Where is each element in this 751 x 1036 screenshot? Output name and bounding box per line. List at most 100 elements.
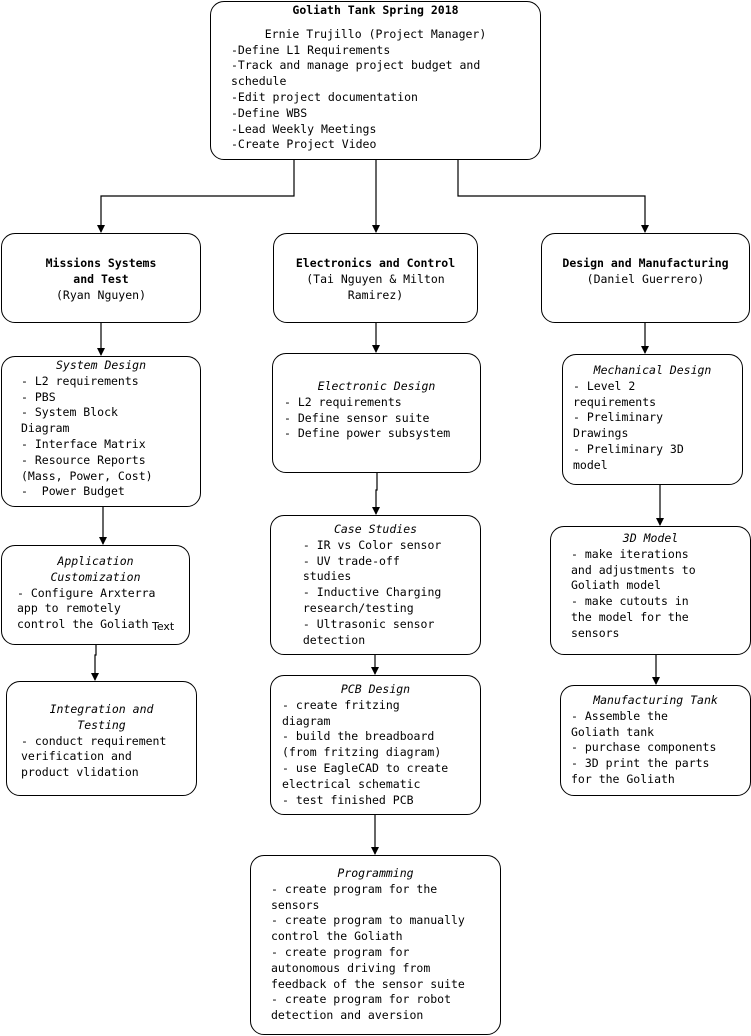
project-manager-box: Goliath Tank Spring 2018 Ernie Trujillo … xyxy=(210,1,541,160)
task-item: - Interface Matrix xyxy=(21,436,146,451)
task-item: - Ultrasonic sensor xyxy=(289,616,435,631)
task-item: - Assemble the xyxy=(571,708,668,723)
task-title: Manufacturing Tank xyxy=(593,693,718,707)
task-item: detection xyxy=(289,632,366,647)
task-title: Customization xyxy=(50,569,141,584)
task-item: - create program to manually xyxy=(271,913,465,928)
programming-box: Programming - create program for the sen… xyxy=(250,855,501,1035)
team-title: Electronics and Control xyxy=(295,256,456,270)
system-design-box: System Design - L2 requirements - PBS - … xyxy=(1,356,201,507)
diagram-title: Goliath Tank Spring 2018 xyxy=(292,3,459,17)
task-title: Mechanical Design xyxy=(593,363,712,377)
team-title: Missions Systems xyxy=(45,256,157,270)
task-item: - IR vs Color sensor xyxy=(289,537,442,552)
pm-item: -Define L1 Requirements xyxy=(231,42,391,57)
case-studies-box: Case Studies - IR vs Color sensor - UV t… xyxy=(270,515,481,655)
task-item: product vlidation xyxy=(21,765,139,780)
task-item: - make iterations xyxy=(571,546,689,561)
task-item: for the Goliath xyxy=(571,771,675,786)
task-item: app to remotely xyxy=(17,601,121,616)
task-item: (from fritzing diagram) xyxy=(282,745,442,760)
task-item: - Preliminary xyxy=(573,410,664,425)
task-item: Goliath model xyxy=(571,578,662,593)
pm-item: -Edit project documentation xyxy=(231,89,418,104)
task-item: the model for the xyxy=(571,609,689,624)
task-item: - UV trade-off xyxy=(289,553,400,568)
task-item: - System Block xyxy=(21,405,118,420)
team-missions-systems-box: Missions Systems and Test (Ryan Nguyen) xyxy=(1,233,201,323)
arrow-top-to-dm xyxy=(457,160,649,233)
task-item: - create program for xyxy=(271,944,410,959)
task-item: - use EagleCAD to create xyxy=(282,760,449,775)
task-item: Diagram xyxy=(21,421,70,436)
team-lead: (Tai Nguyen & Milton xyxy=(306,271,445,286)
task-item: - build the breadboard xyxy=(282,729,435,744)
arrow-elecdesign-to-case xyxy=(372,473,380,515)
task-title: System Design xyxy=(55,358,146,372)
task-title: Electronic Design xyxy=(317,379,436,393)
task-item: model xyxy=(573,457,608,472)
task-item: - L2 requirements xyxy=(284,394,402,409)
task-title: Application xyxy=(57,554,134,568)
task-title: Integration and xyxy=(49,702,154,716)
task-item: studies xyxy=(289,569,352,584)
task-item: autonomous driving from xyxy=(271,960,431,975)
pm-item: -Lead Weekly Meetings xyxy=(231,121,377,136)
task-title: 3D Model xyxy=(622,531,679,545)
team-title: Design and Manufacturing xyxy=(562,256,729,270)
task-item: electrical schematic xyxy=(282,776,421,791)
pcb-design-box: PCB Design - create fritzing diagram - b… xyxy=(270,675,481,815)
3d-model-box: 3D Model - make iterations and adjustmen… xyxy=(550,526,751,655)
stray-text-label: Text xyxy=(152,620,175,633)
pm-item: schedule xyxy=(231,74,287,89)
task-item: sensors xyxy=(571,625,620,640)
task-item: - make cutouts in xyxy=(571,594,689,609)
task-item: detection and aversion xyxy=(271,1008,424,1023)
team-lead: (Daniel Guerrero) xyxy=(586,271,705,286)
task-item: - PBS xyxy=(21,389,56,404)
task-item: - 3D print the parts xyxy=(571,756,710,771)
task-item: feedback of the sensor suite xyxy=(271,976,465,991)
task-item: - create program for the xyxy=(271,881,438,896)
team-design-manufacturing-box: Design and Manufacturing (Daniel Guerrer… xyxy=(541,233,750,323)
task-item: control the Goliath xyxy=(17,617,149,632)
task-item: - Preliminary 3D xyxy=(573,441,684,456)
task-item: requirements xyxy=(573,394,657,409)
task-item: - Define power subsystem xyxy=(284,426,451,441)
task-item: verification and xyxy=(21,749,132,764)
task-title: Programming xyxy=(337,866,414,880)
task-item: - test finished PCB xyxy=(282,792,414,807)
task-item: - Power Budget xyxy=(21,484,125,499)
task-item: diagram xyxy=(282,713,331,728)
team-lead: (Ryan Nguyen) xyxy=(55,287,146,302)
task-item: - Level 2 xyxy=(573,378,636,393)
team-lead: Ramirez) xyxy=(347,287,404,302)
manufacturing-tank-box: Manufacturing Tank - Assemble the Goliat… xyxy=(560,685,751,796)
mechanical-design-box: Mechanical Design - Level 2 requirements… xyxy=(562,354,743,485)
task-item: research/testing xyxy=(289,600,414,615)
task-item: - Configure Arxterra xyxy=(17,585,156,600)
application-customization-box: Application Customization - Configure Ar… xyxy=(1,545,190,645)
task-item: Goliath tank xyxy=(571,724,655,739)
task-title: Testing xyxy=(77,717,126,732)
task-item: and adjustments to xyxy=(571,562,696,577)
task-item: - Inductive Charging xyxy=(289,585,442,600)
team-electronics-control-box: Electronics and Control (Tai Nguyen & Mi… xyxy=(273,233,478,323)
pm-item: -Define WBS xyxy=(231,105,308,120)
task-item: - create fritzing xyxy=(282,697,400,712)
arrow-top-to-mst xyxy=(97,160,295,233)
pm-item: -Track and manage project budget and xyxy=(231,58,481,73)
task-item: - L2 requirements xyxy=(21,373,139,388)
task-title: Case Studies xyxy=(333,522,418,536)
task-item: control the Goliath xyxy=(271,929,403,944)
integration-testing-box: Integration and Testing - conduct requir… xyxy=(6,681,197,796)
task-item: - purchase components xyxy=(571,740,717,755)
task-item: Drawings xyxy=(573,426,629,441)
task-item: - Define sensor suite xyxy=(284,410,430,425)
task-item: (Mass, Power, Cost) xyxy=(21,468,153,483)
task-item: sensors xyxy=(271,897,320,912)
task-item: - conduct requirement xyxy=(21,733,167,748)
electronic-design-box: Electronic Design - L2 requirements - De… xyxy=(272,353,481,473)
team-title: and Test xyxy=(73,271,129,286)
project-manager-name: Ernie Trujillo (Project Manager) xyxy=(264,26,487,41)
